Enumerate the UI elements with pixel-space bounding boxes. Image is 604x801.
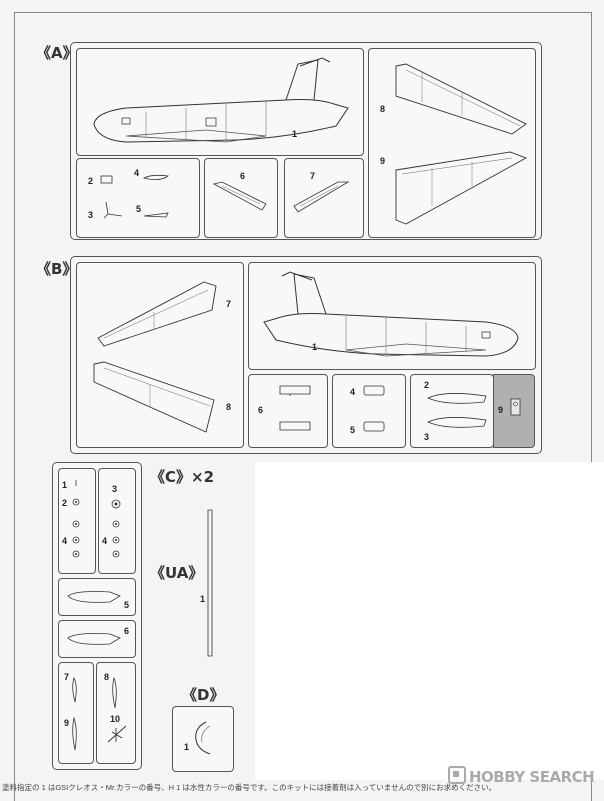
part-number: 2 [424,380,430,390]
part-number: 4 [350,387,356,397]
part-number: 3 [424,432,430,442]
part-number: 7 [310,171,316,181]
runner-c-part-7-9-box [58,662,94,764]
watermark-text: HOBBY SEARCH [469,768,595,786]
part-4-shape [363,385,385,396]
runner-a-fuselage-part [93,57,349,143]
part-number: 7 [64,672,70,682]
part-number: 5 [124,600,130,610]
part-3-shape [103,201,123,219]
part-7-wing-shape [97,281,217,347]
part-ua-1-antenna-shape [207,509,213,657]
part-number: 8 [226,402,232,412]
runner-b-part-2-3-box [410,374,494,448]
section-c-label: 《C》×2 [150,468,215,486]
part-6-shape [212,181,267,211]
footer-note: 塗料指定の 1 はGSIクレオス・Mr.カラーの番号、H 1 は水性カラーの番号… [2,783,497,792]
part-number: 1 [184,742,190,752]
part-number: 6 [258,405,264,415]
part-6-shape [67,633,121,645]
wheel-icons-left [72,480,80,558]
part-number: 6 [240,171,246,181]
part-number: 2 [62,498,68,508]
runner-c-part-8-10-box [96,662,136,764]
part-number: 5 [136,204,142,214]
section-d-label: 《D》 [182,686,225,704]
part-4-shape [142,174,170,180]
runner-d-box [172,706,234,772]
part-5-shape [363,421,385,432]
part-8-wing-shape [93,361,215,433]
part-2-shape [427,393,487,404]
part-2-shape [100,175,113,184]
part-number: 4 [102,536,108,546]
part-number: 9 [64,718,70,728]
part-number: 1 [62,480,68,490]
part-5-shape [143,212,169,218]
part-7-shape [72,676,77,703]
runner-a-fuselage-box [76,48,364,156]
part-number: 10 [110,714,121,724]
part-number: 9 [380,156,386,166]
part-number: 7 [226,299,232,309]
part-10-shape [107,725,127,743]
hobbysearch-logo-icon [448,766,466,784]
wheel-icons-right [111,499,121,558]
blank-area [255,462,604,780]
part-number: 1 [200,594,206,604]
part-number: 2 [88,176,94,186]
part-5-shape [67,591,121,603]
runner-c-part-6-box [58,620,136,658]
part-number: 8 [104,672,110,682]
part-9-wing-shape [395,151,528,225]
runner-b-wing-box [76,262,244,448]
part-number: 3 [112,484,118,494]
runner-b-fuselage-part [263,271,519,357]
part-8-shape [112,676,117,709]
part-3-shape [427,417,487,428]
runner-a-part-7-box [284,158,364,238]
part-d-1-shape [195,721,211,755]
part-number: 8 [380,104,386,114]
part-6-shape [279,385,311,431]
part-number: 3 [88,210,94,220]
part-9-shape [72,716,77,751]
watermark: HOBBY SEARCH [448,766,595,786]
part-number: 1 [312,342,318,352]
part-8-wing-shape [395,63,527,135]
page-border [14,12,592,801]
section-a-label: 《A》 [36,44,78,62]
runner-c-part-5-box [58,578,136,616]
part-number: 5 [350,425,356,435]
part-number: 6 [124,626,130,636]
runner-b-fuselage-box [248,262,536,370]
runner-a-small-parts-box [76,158,200,238]
part-number: 4 [62,536,68,546]
part-9-shape [510,398,521,416]
section-b-label: 《B》 [36,260,78,278]
part-number: 1 [292,129,298,139]
part-7-shape [293,181,350,213]
part-number: 4 [134,168,140,178]
part-number: 9 [498,405,504,415]
runner-a-part-6-box [204,158,278,238]
section-ua-label: 《UA》 [150,564,204,582]
